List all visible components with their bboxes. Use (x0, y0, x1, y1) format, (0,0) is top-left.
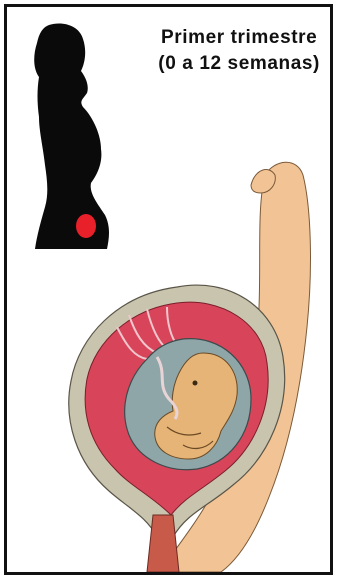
page-title: Primer trimestre (0 a 12 semanas) (158, 25, 320, 77)
diagram-frame: Primer trimestre (0 a 12 semanas) (4, 4, 333, 575)
title-line-1: Primer trimestre (158, 25, 320, 51)
fetus-illustration (7, 7, 330, 572)
title-line-2: (0 a 12 semanas) (158, 51, 320, 77)
